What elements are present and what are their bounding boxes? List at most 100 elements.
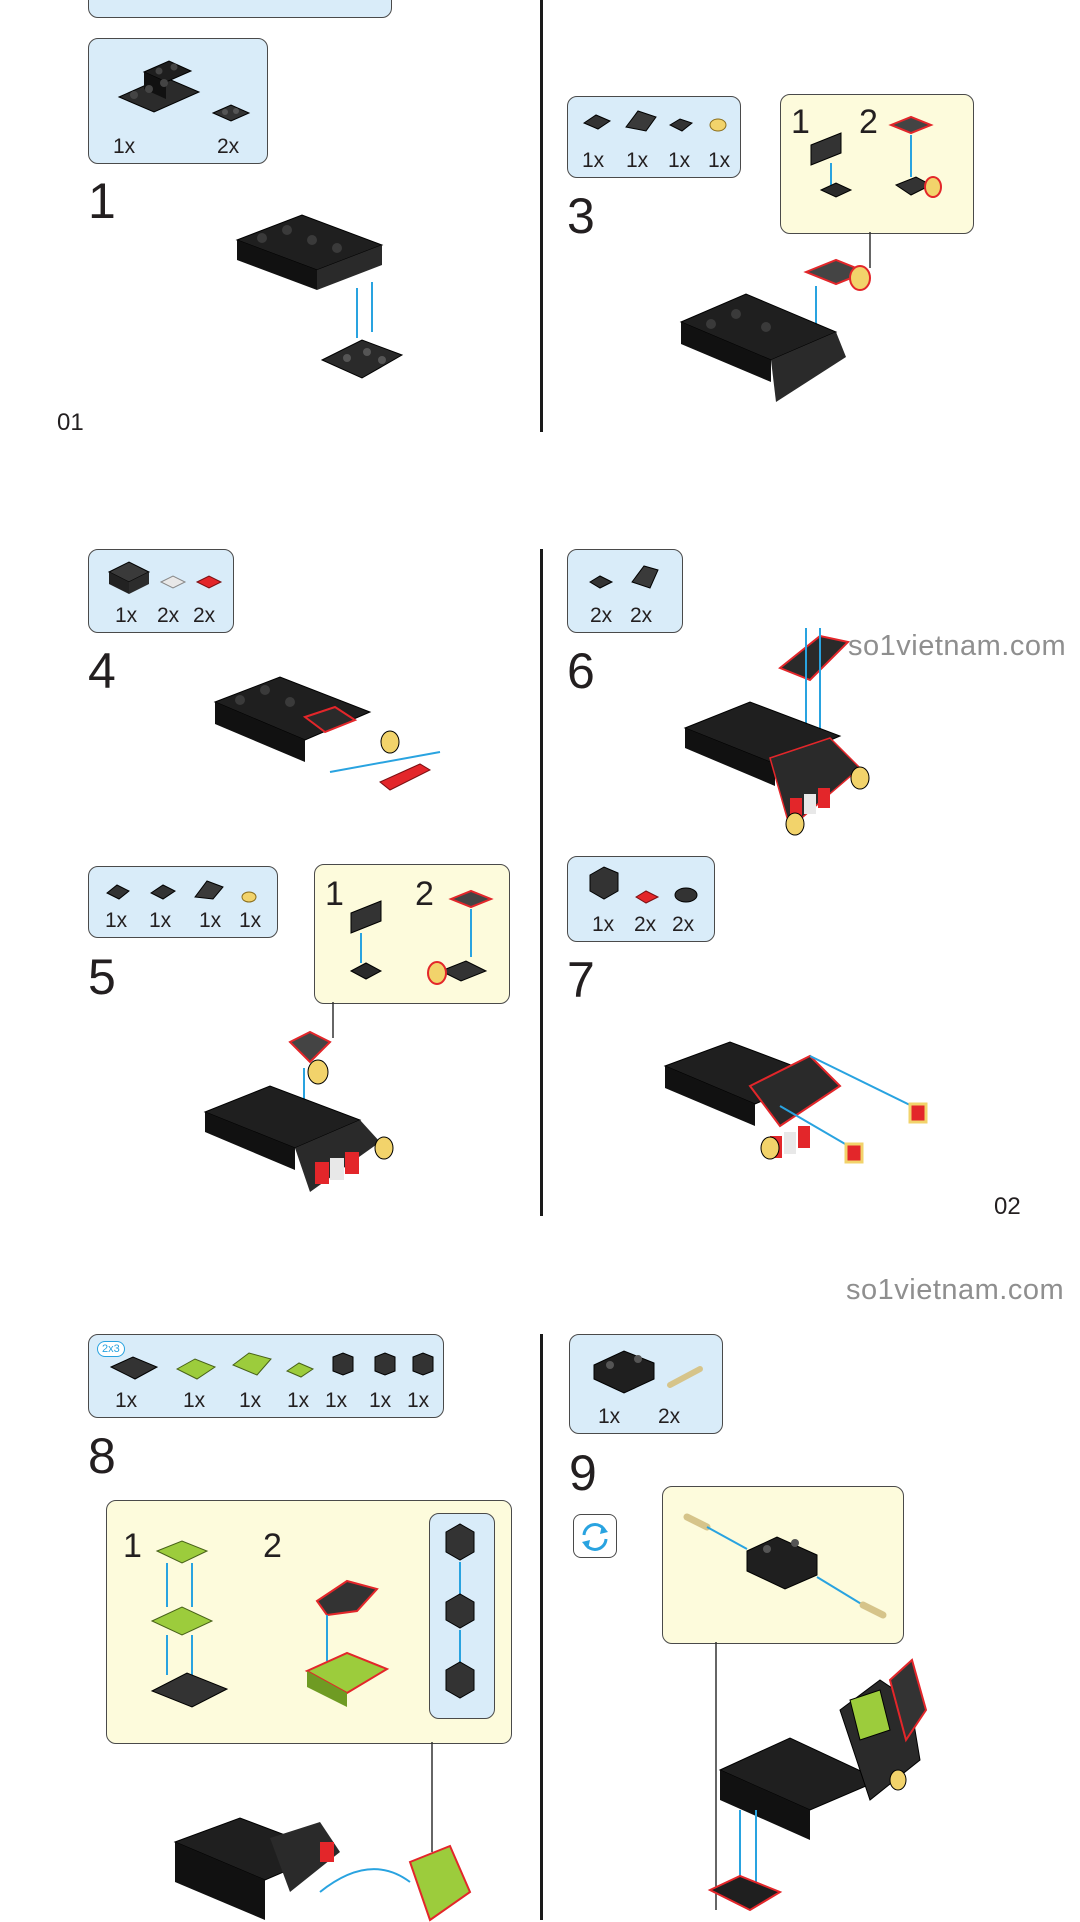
curved-slope-lime-icon	[232, 1352, 272, 1376]
substep-number: 1	[325, 875, 344, 913]
parts-box-step-9: 1x 2x	[569, 1334, 723, 1434]
plate-2x3-icon	[109, 1356, 159, 1380]
watermark: so1vietnam.com	[846, 1274, 1065, 1306]
substep-illustration	[150, 1540, 390, 1708]
step-number-1: 1	[88, 173, 116, 229]
page-number: 01	[57, 409, 84, 436]
subassembly-box-step-8: 1 2	[106, 1500, 512, 1744]
qty-label: 1x	[598, 1405, 621, 1428]
bracket-plate-icon	[668, 118, 694, 132]
step-3-model-illustration	[679, 232, 871, 402]
tile-red-icon	[635, 890, 660, 904]
page-number: 02	[994, 1193, 1021, 1220]
round-tile-icon	[709, 118, 727, 132]
qty-label: 1x	[325, 1389, 348, 1412]
substep-number: 2	[263, 1527, 282, 1565]
step-7-model-illustration	[663, 1041, 928, 1164]
step-8-model-illustration	[173, 1742, 472, 1922]
step-6-model-illustration	[683, 628, 870, 836]
brick-1x1-icon	[374, 1352, 396, 1376]
parts-box-step-3: 1x 1x 1x 1x	[567, 96, 741, 178]
slope-brick-icon	[625, 110, 657, 132]
qty-label: 2x	[672, 913, 695, 936]
qty-label: 2x	[658, 1405, 681, 1428]
parts-box-step-6: 2x 2x	[567, 549, 683, 633]
parts-box-step-1: 1x 2x	[88, 38, 268, 164]
subassembly-box-step-5: 1 2	[314, 864, 510, 1004]
step-number-8: 8	[88, 1428, 116, 1484]
parts-box-prev	[88, 0, 392, 18]
parts-box-step-4: 1x 2x 2x	[88, 549, 234, 633]
substep-number: 1	[123, 1527, 142, 1565]
parts-box-step-7: 1x 2x 2x	[567, 856, 715, 942]
qty-label: 2x	[157, 604, 180, 627]
step-1-model-illustration	[235, 214, 404, 379]
brick-2x2-icon	[107, 561, 151, 594]
size-badge: 2x3	[97, 1341, 125, 1357]
qty-label: 1x	[239, 909, 262, 932]
qty-label: 1x	[113, 135, 136, 158]
qty-label: 2x	[193, 604, 216, 627]
qty-label: 1x	[149, 909, 172, 932]
qty-label: 1x	[668, 149, 691, 172]
brick-1x1-icon	[445, 1523, 475, 1699]
rotate-model-icon	[573, 1514, 617, 1558]
plate-1x1-icon	[589, 575, 614, 589]
qty-label: 1x	[708, 149, 731, 172]
qty-label: 1x	[105, 909, 128, 932]
bracket-brick-icon	[593, 1350, 655, 1394]
step-5-model-illustration	[203, 1002, 394, 1192]
substep-number: 1	[791, 103, 810, 141]
qty-label: 2x	[590, 604, 613, 627]
qty-label: 1x	[407, 1389, 430, 1412]
slope-1x2-icon	[631, 565, 659, 589]
plate-1x2-icon	[150, 884, 176, 900]
brick-1x1-icon	[332, 1352, 354, 1376]
page-divider-middle	[540, 549, 543, 1216]
step-number-6: 6	[567, 643, 595, 699]
bracket-icon	[106, 884, 130, 900]
subassembly-box-step-3: 1 2	[780, 94, 974, 234]
watermark: so1vietnam.com	[848, 630, 1067, 662]
qty-label: 1x	[582, 149, 605, 172]
qty-label: 1x	[239, 1389, 262, 1412]
parts-box-step-5: 1x 1x 1x 1x	[88, 866, 278, 938]
subassembly-box-step-9	[662, 1486, 904, 1644]
step-4-model-illustration	[213, 676, 441, 791]
substep-illustration	[810, 115, 942, 198]
qty-label: 2x	[630, 604, 653, 627]
axle-pin-icon	[667, 1366, 703, 1388]
qty-label: 1x	[287, 1389, 310, 1412]
qty-label: 1x	[183, 1389, 206, 1412]
step-number-9: 9	[569, 1445, 597, 1501]
round-tile-icon	[241, 891, 257, 903]
round-plate-icon	[674, 887, 698, 903]
tile-white-icon	[159, 575, 187, 589]
substep-illustration	[349, 889, 494, 985]
plate-lime-icon	[175, 1358, 217, 1380]
qty-label: 1x	[592, 913, 615, 936]
page-divider-top	[540, 0, 543, 432]
plate-1x2-icon	[582, 114, 612, 130]
parts-box-step-8: 2x3 1x 1x 1x 1x 1x 1x 1x	[88, 1334, 444, 1418]
plate-lime-small-icon	[285, 1362, 315, 1378]
qty-label: 1x	[626, 149, 649, 172]
substep-number: 2	[415, 875, 434, 913]
qty-label: 1x	[115, 604, 138, 627]
substep-illustration	[683, 1513, 887, 1619]
bracket-2x2-icon	[589, 866, 619, 900]
qty-label: 1x	[115, 1389, 138, 1412]
qty-label: 1x	[369, 1389, 392, 1412]
substep-number: 2	[859, 103, 878, 141]
slope-brick-icon	[194, 880, 224, 900]
qty-label: 1x	[199, 909, 222, 932]
brick-wedge-plate-icon	[117, 60, 201, 113]
qty-label: 2x	[634, 913, 657, 936]
step-number-3: 3	[567, 188, 595, 244]
step-9-model-illustration	[707, 1642, 928, 1912]
step-number-7: 7	[567, 952, 595, 1008]
tile-red-icon	[195, 575, 223, 589]
qty-label: 2x	[217, 135, 240, 158]
brick-1x1-icon	[412, 1352, 434, 1376]
step-number-4: 4	[88, 643, 116, 699]
